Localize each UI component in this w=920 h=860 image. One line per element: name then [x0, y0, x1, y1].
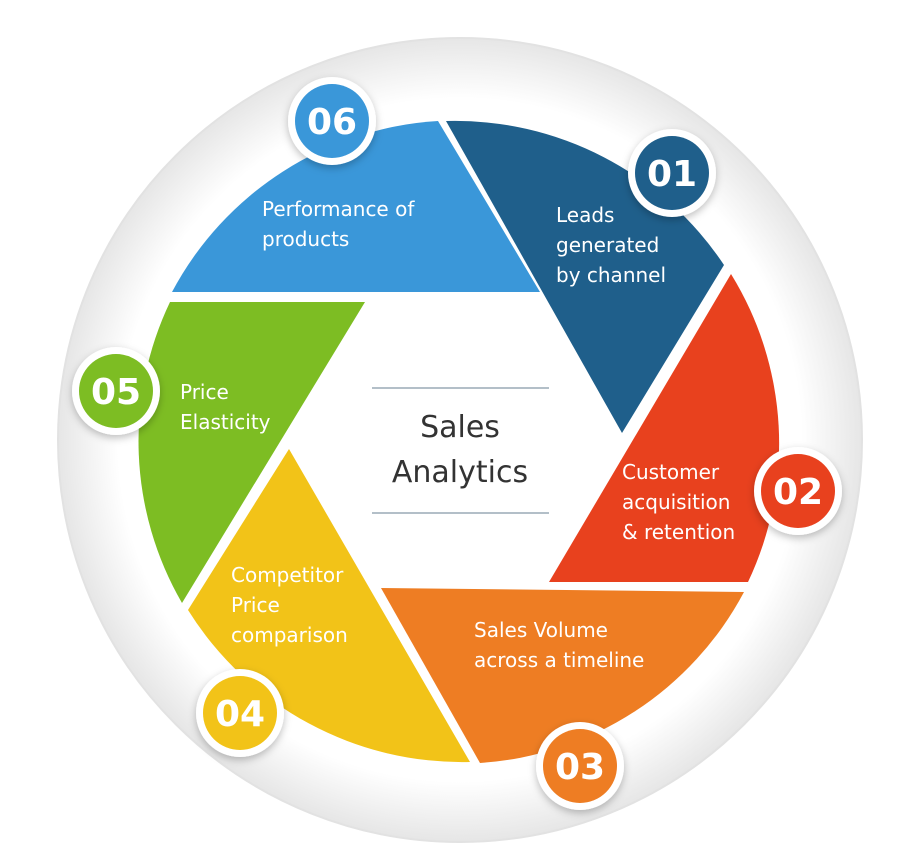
center-title-line2: Analytics	[392, 455, 528, 490]
badge-02-number: 02	[773, 472, 823, 513]
segment-02	[549, 274, 780, 582]
segment-05-text: Price Elasticity	[180, 380, 271, 434]
badge-02-fill	[761, 454, 835, 528]
badge-02: 02	[754, 447, 842, 535]
badge-05-fill	[79, 354, 153, 428]
badge-05-number: 05	[91, 372, 141, 413]
badge-04-fill	[203, 676, 277, 750]
segment-03-line: across a timeline	[474, 648, 644, 672]
segment-02-text: Customer acquisition & retention	[622, 460, 735, 544]
badge-05: 05	[72, 347, 160, 435]
badge-01-number: 01	[647, 154, 697, 195]
segment-04-line: comparison	[231, 623, 348, 647]
badge-06: 06	[288, 77, 376, 165]
badge-06-fill	[295, 84, 369, 158]
segment-05	[138, 302, 365, 603]
segment-01-line: by channel	[556, 263, 666, 287]
segment-03	[381, 588, 744, 763]
badge-03: 03	[536, 722, 624, 810]
segment-06-line: Performance of	[262, 197, 415, 221]
badge-03-fill	[543, 729, 617, 803]
center-title-line1: Sales	[420, 410, 500, 445]
segment-06-line: products	[262, 227, 349, 251]
segment-02-line: & retention	[622, 520, 735, 544]
badge-01-fill	[635, 136, 709, 210]
segment-04-line: Competitor	[231, 563, 344, 587]
segment-03-line: Sales Volume	[474, 618, 608, 642]
badge-04: 04	[196, 669, 284, 757]
badge-04-number: 04	[215, 694, 265, 735]
segment-06-text: Performance of products	[262, 197, 415, 251]
segment-01-line: generated	[556, 233, 659, 257]
segment-02-line: acquisition	[622, 490, 730, 514]
segment-04-text: Competitor Price comparison	[231, 563, 348, 647]
badge-01: 01	[628, 129, 716, 217]
segment-06	[172, 121, 540, 292]
segment-02-line: Customer	[622, 460, 720, 484]
segment-05-line: Price	[180, 380, 229, 404]
badge-03-number: 03	[555, 747, 605, 788]
segment-01-line: Leads	[556, 203, 614, 227]
segment-01-text: Leads generated by channel	[556, 203, 666, 287]
segment-05-line: Elasticity	[180, 410, 271, 434]
segment-03-text: Sales Volume across a timeline	[474, 618, 644, 672]
badge-06-number: 06	[307, 102, 357, 143]
segment-04-line: Price	[231, 593, 280, 617]
